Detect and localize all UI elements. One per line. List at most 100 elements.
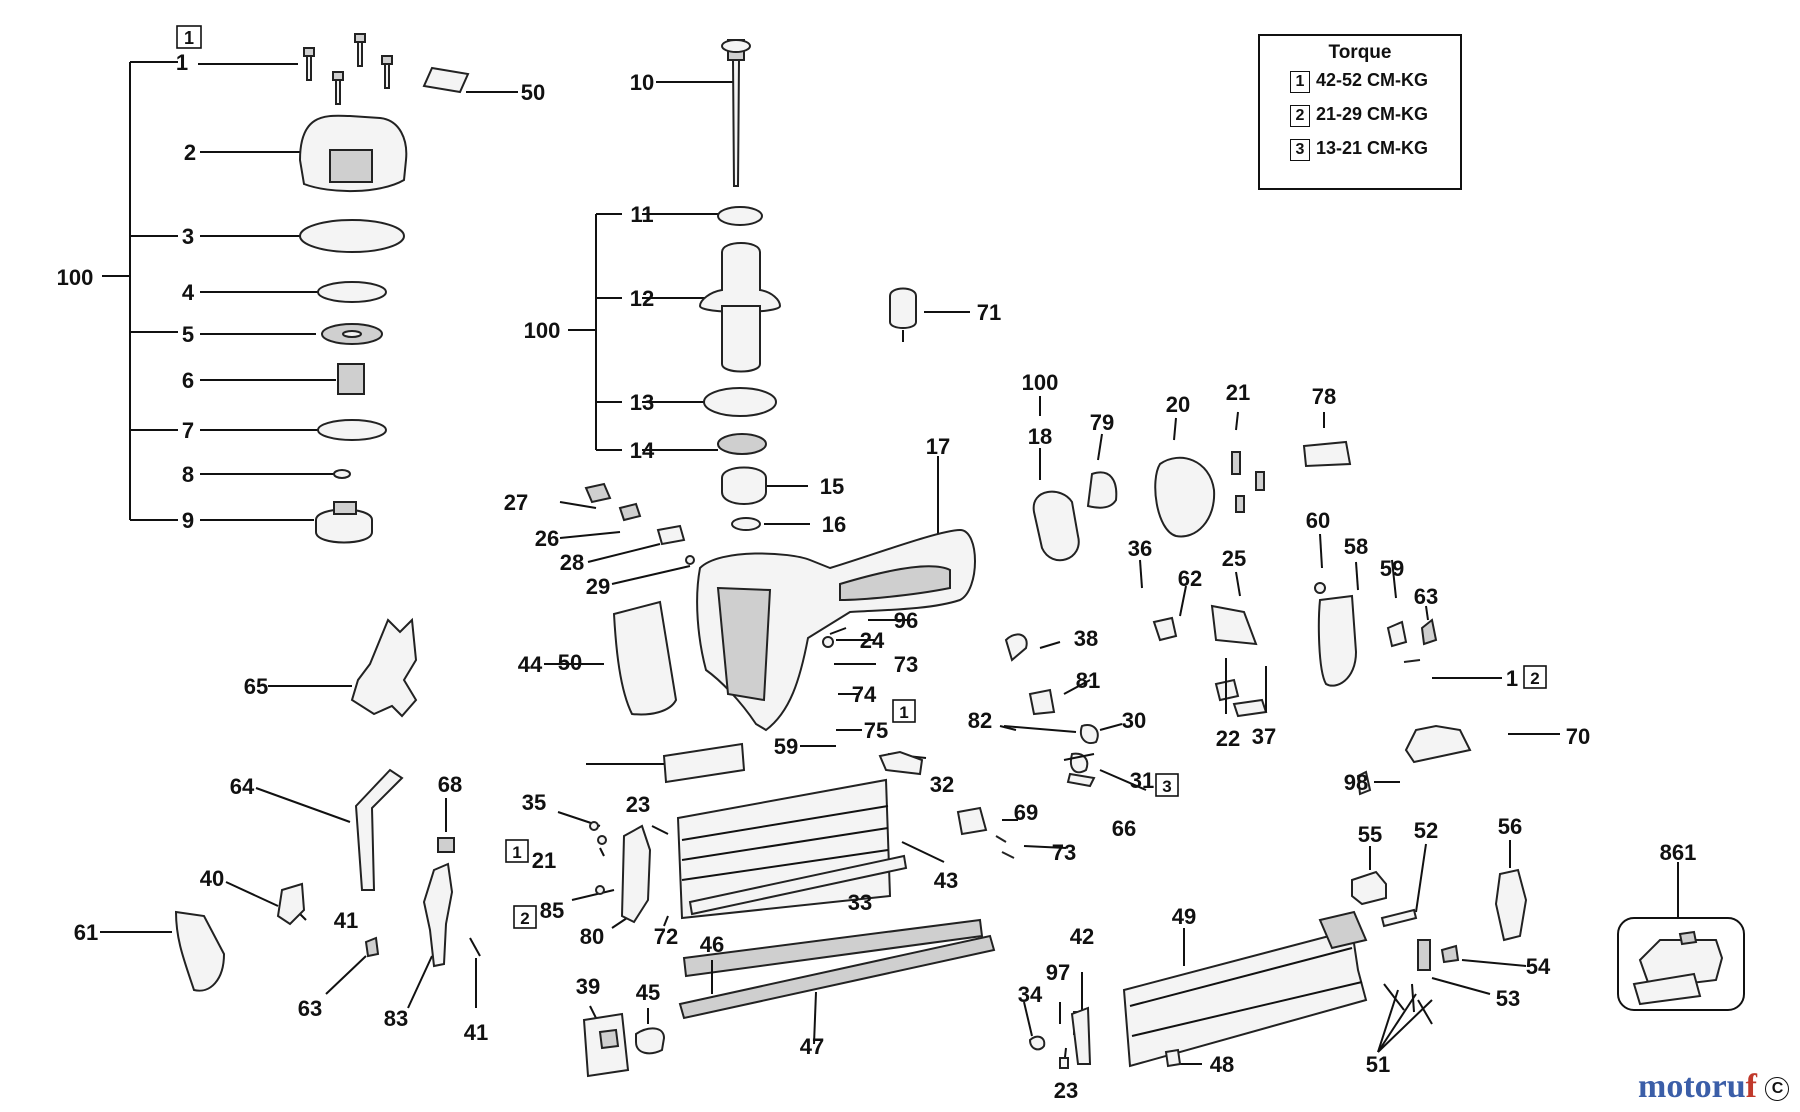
torque-ref: 1 [512, 843, 521, 862]
seal-part [721, 466, 767, 505]
torque-row-value: 21-29 CM-KG [1316, 104, 1429, 124]
gasket-part [1032, 490, 1080, 562]
callout-15: 15 [820, 474, 844, 499]
bottom-parts-group: 46 39 45 47 [576, 932, 824, 1078]
spring-part [678, 934, 996, 1020]
cap-assembly-group: 1 1 2 3 4 5 6 [57, 25, 545, 544]
cylinder-assembly-group: 10 11 12 100 13 14 15 16 71 [524, 39, 1001, 537]
callout-41: 41 [464, 1020, 488, 1045]
nut-part [1164, 1048, 1182, 1068]
callout-2: 2 [184, 140, 196, 165]
valve-part [315, 508, 373, 544]
trigger-part [350, 617, 418, 718]
stop-block-part [1351, 870, 1387, 906]
nose-piece-part [620, 824, 652, 924]
callout-23: 23 [1054, 1078, 1078, 1103]
watermark-badge: C [1765, 1077, 1790, 1102]
callout-75: 75 [864, 718, 888, 743]
callout-79: 79 [1090, 410, 1114, 435]
callout-7: 7 [182, 418, 194, 443]
callout-54: 54 [1526, 954, 1551, 979]
callout-73: 73 [894, 652, 918, 677]
torque-ref-box [176, 25, 202, 49]
callout-65: 65 [244, 674, 268, 699]
callout-35: 35 [522, 790, 546, 815]
callout-9: 9 [182, 508, 194, 533]
blade-part [1070, 1006, 1092, 1065]
callout-11: 11 [630, 202, 653, 227]
callout-20: 20 [1166, 392, 1190, 417]
air-valve-part [889, 287, 917, 329]
pusher-magazine-group: 55 52 56 49 42 97 34 23 48 54 53 51 [1018, 814, 1551, 1103]
callout-1: 1 [176, 50, 188, 75]
callout-31: 31 [1130, 768, 1154, 793]
callout-12: 12 [630, 286, 654, 311]
callout-47: 47 [800, 1034, 824, 1059]
washer-part [731, 517, 761, 531]
callout-39: 39 [576, 974, 600, 999]
spring-part [337, 363, 365, 395]
callout-56: 56 [1498, 814, 1522, 839]
callout-27: 27 [504, 490, 528, 515]
label-sheet-part [422, 66, 470, 94]
callout-43: 43 [934, 868, 958, 893]
callout-74: 74 [852, 682, 877, 707]
callout-59: 59 [1380, 556, 1404, 581]
callout-8: 8 [182, 462, 194, 487]
callout-23: 23 [626, 792, 650, 817]
callout-100: 100 [57, 265, 94, 290]
bracket-part [956, 806, 988, 836]
callout-98: 98 [1344, 770, 1368, 795]
o-ring-part [317, 419, 387, 441]
callout-83: 83 [384, 1006, 408, 1031]
callout-38: 38 [1074, 626, 1098, 651]
spring-part [682, 918, 984, 978]
torque-ref: 2 [1530, 669, 1539, 688]
spring-clip-part [1004, 633, 1028, 662]
tool-body-group: 17 27 26 28 29 96 24 73 74 75 1 59 44 65 [244, 434, 976, 784]
end-cap-part [1086, 471, 1118, 509]
callout-24: 24 [860, 628, 885, 653]
callout-30: 30 [1122, 708, 1146, 733]
torque-row-value: 13-21 CM-KG [1316, 138, 1429, 158]
callout-82: 82 [968, 708, 992, 733]
callout-861: 861 [1660, 840, 1697, 865]
callout-97: 97 [1046, 960, 1070, 985]
label-part [662, 742, 746, 784]
callout-44: 44 [518, 652, 543, 677]
callout-3: 3 [182, 224, 194, 249]
gasket-part [299, 219, 405, 253]
torque-row-id: 1 [1290, 71, 1310, 93]
torque-ref: 1 [899, 703, 908, 722]
torque-ref: 1 [184, 28, 194, 48]
watermark-text-accent: f [1745, 1068, 1757, 1105]
nose-cover-part [878, 750, 924, 776]
callout-21: 21 [532, 848, 556, 873]
callout-51: 51 [1366, 1052, 1390, 1077]
lever-part [1404, 724, 1472, 764]
callout-26: 26 [535, 526, 559, 551]
guard-plate-part [612, 600, 678, 716]
callout-50: 50 [558, 650, 582, 675]
callout-29: 29 [586, 574, 610, 599]
bumper-part [717, 433, 767, 455]
callout-13: 13 [630, 390, 654, 415]
spring-part [1417, 939, 1431, 971]
rear-assembly-group: 100 18 79 20 21 78 36 62 25 60 58 59 63 … [1022, 370, 1590, 796]
callout-42: 42 [1070, 924, 1094, 949]
latch-part [1317, 594, 1358, 687]
callout-55: 55 [1358, 822, 1382, 847]
guide-rail-part [688, 854, 908, 916]
callout-68: 68 [438, 772, 462, 797]
callout-63: 63 [298, 996, 322, 1021]
contact-trip-part [422, 862, 454, 968]
callout-85: 85 [540, 898, 564, 923]
bushing-part [635, 1027, 666, 1055]
callout-70: 70 [1566, 724, 1590, 749]
callout-59: 59 [774, 734, 798, 759]
callout-52: 52 [1414, 818, 1438, 843]
callout-41: 41 [334, 908, 358, 933]
callout-60: 60 [1306, 508, 1330, 533]
callout-81: 81 [1076, 668, 1100, 693]
cap-detail [329, 149, 373, 183]
